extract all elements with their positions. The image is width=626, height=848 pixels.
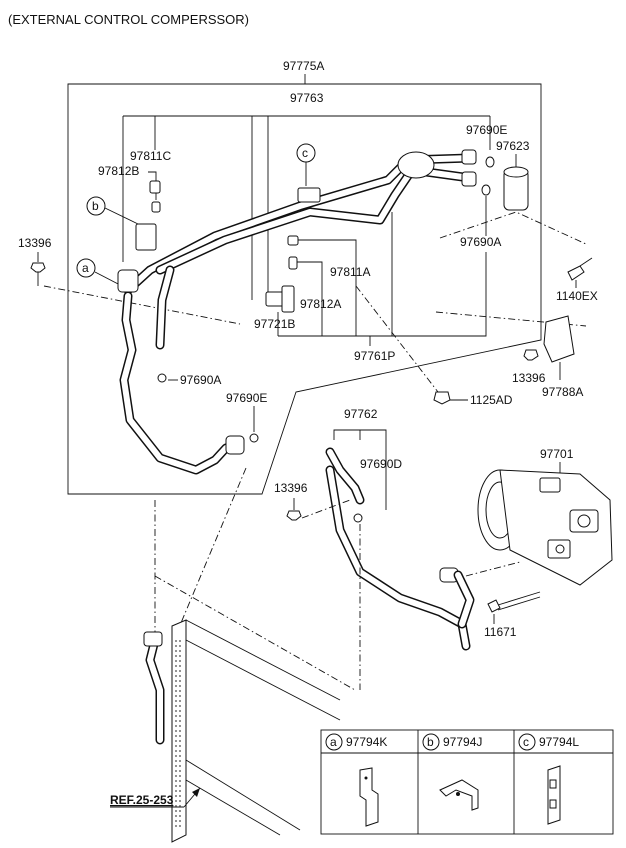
- label-1140EX: 1140EX: [556, 289, 598, 303]
- leader-97812A: [297, 261, 323, 336]
- oring-97690D-icon: [353, 513, 363, 523]
- valve-97812A-icon: [288, 256, 298, 270]
- nut-13396-right-icon: [523, 349, 539, 361]
- legend-c-circle-icon: [518, 733, 536, 751]
- label-97775A: 97775A: [283, 59, 324, 73]
- assembly-outline: [67, 83, 542, 495]
- label-97812A: 97812A: [300, 297, 341, 311]
- cap-97811C-icon: [149, 180, 161, 194]
- dash-1125AD: [355, 285, 439, 393]
- legend-a-key: a: [330, 735, 337, 749]
- legend-a-part: 97794K: [346, 735, 387, 749]
- compressor-97701-icon: [477, 469, 613, 586]
- legend-a-circle-icon: [325, 733, 343, 751]
- hose-liquid-upper: [155, 165, 475, 275]
- leader-97763: [122, 115, 491, 300]
- label-97701: 97701: [540, 447, 574, 461]
- bolt-1140EX-icon: [567, 265, 585, 281]
- bracket-b-icon: [135, 223, 157, 251]
- label-97690E-top: 97690E: [466, 123, 507, 137]
- leader-97762: [333, 429, 387, 510]
- cap-97811A-icon: [287, 235, 299, 246]
- label-97690A-right: 97690A: [460, 235, 501, 249]
- bolt-11671-icon: [487, 599, 501, 613]
- label-97690E-mid: 97690E: [226, 391, 267, 405]
- oring-97690E-top-icon: [485, 156, 495, 168]
- clip-97794L-icon: [547, 765, 561, 825]
- legend-b-part: 97794J: [443, 735, 482, 749]
- fitting-bottom-icon: [225, 435, 245, 455]
- label-1125AD: 1125AD: [470, 393, 513, 407]
- dash-97623: [439, 211, 587, 245]
- clamp-a-icon: [117, 269, 139, 293]
- condenser-icon: [143, 619, 341, 843]
- leader-97811A: [298, 239, 357, 336]
- label-97690A-left: 97690A: [180, 373, 221, 387]
- callout-a-text: a: [82, 261, 89, 275]
- legend-b-circle-icon: [422, 733, 440, 751]
- nut-13396-mid-icon: [286, 510, 302, 521]
- callout-a-icon: [76, 258, 96, 278]
- dash-1140EX: [435, 311, 587, 327]
- label-13396-mid: 13396: [274, 481, 308, 495]
- label-11671: 11671: [484, 625, 517, 639]
- legend-c-key: c: [523, 735, 529, 749]
- valve-97812B-icon: [151, 201, 161, 213]
- ref-link[interactable]: REF.25-253: [110, 793, 174, 807]
- bolt-11671-shaft: [497, 591, 541, 606]
- muffler-icon: [397, 151, 435, 179]
- fitting-lower-right-icon: [461, 171, 477, 187]
- label-97721B: 97721B: [254, 317, 295, 331]
- label-97812B: 97812B: [98, 164, 139, 178]
- label-97762: 97762: [344, 407, 378, 421]
- label-97761P: 97761P: [354, 349, 395, 363]
- label-13396-left: 13396: [18, 236, 52, 250]
- clamp-97794K-icon: [359, 767, 379, 827]
- legend-c-part: 97794L: [539, 735, 579, 749]
- label-97788A: 97788A: [542, 385, 583, 399]
- label-13396-right: 13396: [512, 371, 546, 385]
- callout-c-text: c: [302, 146, 308, 160]
- bolt-1125AD-icon: [433, 391, 451, 405]
- label-97623: 97623: [496, 139, 530, 153]
- bracket-97794J-icon: [439, 779, 479, 811]
- diagram-header: (EXTERNAL CONTROL COMPERSSOR): [8, 12, 249, 27]
- leader-callout-b: [104, 207, 139, 225]
- label-97690D: 97690D: [360, 457, 402, 471]
- label-97811C: 97811C: [130, 149, 171, 163]
- oring-97690A-left-icon: [157, 373, 167, 383]
- bracket-97788A-icon: [543, 315, 575, 363]
- leader-97690A-right: [278, 196, 487, 337]
- callout-b-icon: [86, 196, 106, 216]
- fitting-upper-right-icon: [461, 149, 477, 165]
- oring-97690A-right-icon: [481, 184, 491, 196]
- label-97763: 97763: [290, 91, 324, 105]
- bracket-c-icon: [297, 187, 321, 203]
- legend-b-key: b: [427, 735, 434, 749]
- legend-table: a 97794K b 97794J c 97794L: [320, 729, 614, 835]
- oring-97690E-mid-icon: [249, 433, 259, 443]
- dash-13396-left: [43, 285, 241, 325]
- callout-b-text: b: [92, 199, 99, 213]
- label-97811A: 97811A: [330, 265, 370, 279]
- nut-13396-left-icon: [30, 262, 46, 273]
